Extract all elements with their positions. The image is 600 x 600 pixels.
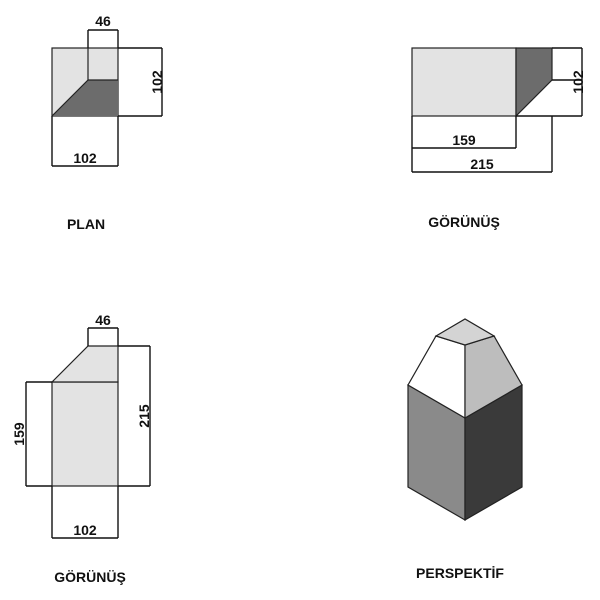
front-dark-face [515,47,553,118]
plan-dimension-102-bottom: 102 [51,116,119,167]
side-light-face [51,381,119,487]
front-view: 102 159 215 GÖRÜNÜŞ [411,47,586,230]
plan-dark-face [52,80,118,116]
side-view: 46 159 215 102 GÖRÜNÜŞ [11,312,152,585]
plan-dim-bottom-label: 102 [73,150,97,166]
plan-dim-top-label: 46 [95,13,111,29]
front-dimension-215: 215 [412,156,552,173]
side-top-face [50,345,119,383]
plan-diagonal-edge [51,79,89,117]
side-dimension-215: 215 [118,345,152,487]
side-dim-bottom-label: 102 [73,522,97,538]
front-caption: GÖRÜNÜŞ [428,214,500,230]
perspective-top-face [434,318,496,346]
plan-dimension-46: 46 [87,13,119,48]
plan-caption: PLAN [67,216,105,232]
side-dim-right-label: 215 [136,404,152,428]
plan-view: 46 102 102 PLAN [51,13,165,232]
side-dim-left-label: 159 [11,422,27,446]
front-dim-inner-label: 159 [452,132,476,148]
front-dim-right-label: 102 [570,70,586,94]
front-dimension-102: 102 [516,47,586,117]
side-dim-top-label: 46 [95,312,111,328]
front-dim-total-label: 215 [470,156,494,172]
side-caption: GÖRÜNÜŞ [54,569,126,585]
perspective-caption: PERSPEKTİF [416,565,504,581]
side-dimension-46: 46 [87,312,119,346]
front-dimension-159: 159 [412,132,516,149]
perspective-view: PERSPEKTİF [407,318,523,581]
plan-dim-right-label: 102 [149,70,165,94]
side-dimension-159: 159 [11,381,52,487]
front-light-face [411,47,517,117]
plan-dimension-102-right: 102 [118,47,165,117]
side-dimension-102: 102 [51,486,119,539]
